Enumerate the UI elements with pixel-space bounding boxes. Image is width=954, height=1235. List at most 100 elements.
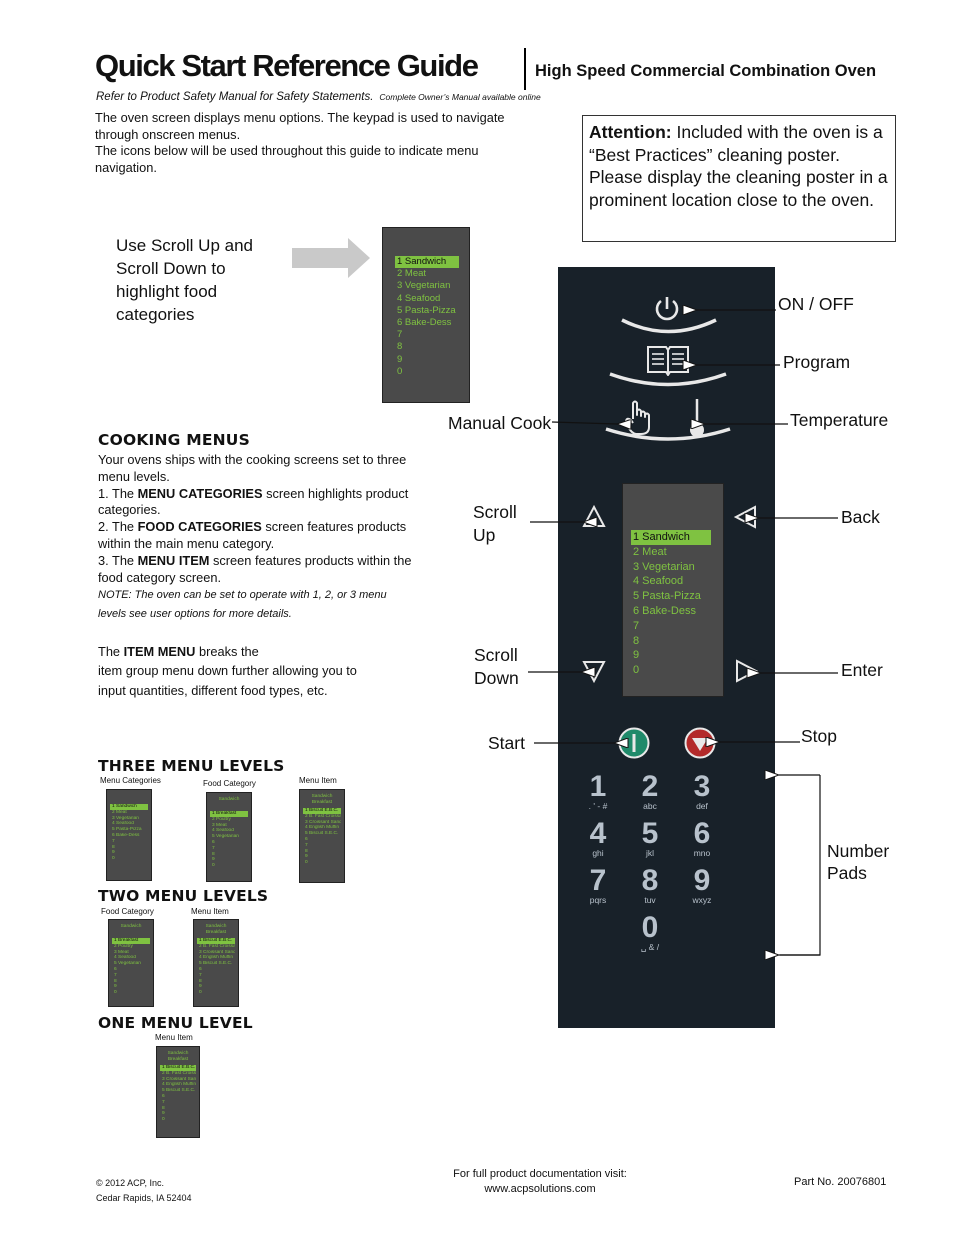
menu-item[interactable]: 9 [633, 649, 640, 662]
key-digit: 2 [641, 770, 659, 803]
mini-head: Sandwich [218, 797, 240, 802]
mini-item: 2 Poultry [212, 816, 231, 822]
mini-list: 1 Biscuit E.B.C.2 B. Fast Croissant3 Cro… [194, 938, 238, 996]
manual-note: Complete Owner’s Manual available online [379, 92, 541, 102]
key-digit: 6 [693, 817, 711, 850]
menu-item[interactable]: 2 Meat [397, 268, 427, 280]
menu-item[interactable]: 6 Bake-Dess [397, 317, 452, 329]
menu-item[interactable]: 5 Pasta-Pizza [397, 304, 456, 316]
safety-note-text: Refer to Product Safety Manual for Safet… [96, 91, 374, 103]
scroll-note: Use Scroll Up and Scroll Down to highlig… [116, 236, 254, 324]
menu-item[interactable]: 0 [633, 664, 640, 677]
stop-button[interactable] [684, 727, 716, 759]
mini-item: 4 English Muffin [305, 825, 340, 831]
key-letters: pqrs [589, 895, 607, 905]
menu-item[interactable]: 5 Pasta-Pizza [633, 590, 701, 603]
mini-item: 9 [199, 984, 202, 990]
cooking-p2: 1. The MENU CATEGORIES screen highlights… [98, 486, 416, 520]
menu-item[interactable]: 4 Seafood [397, 292, 441, 304]
mini-head: Breakfast [311, 800, 333, 805]
label-food-category-2: Food Category [101, 907, 154, 916]
menu-item-selected[interactable]: 1 Sandwich [395, 256, 459, 269]
footer-city: Cedar Rapids, IA 52404 [96, 1193, 192, 1203]
key-letters: . ' - # [588, 801, 608, 811]
cooking-p3-post: screen features products within the main… [98, 519, 407, 551]
mini-item: 6 [114, 966, 117, 972]
cooking-p1: Your ovens ships with the cooking screen… [98, 452, 407, 484]
mini-item: 9 [305, 854, 308, 860]
key-digit: 9 [693, 864, 711, 897]
mini-item: 0 [162, 1117, 165, 1123]
menu-item-selected[interactable]: 1 Sandwich [631, 530, 711, 545]
footer-doc-line1: For full product documentation visit: [453, 1168, 627, 1180]
mini-item: 4 English Muffin [162, 1082, 196, 1088]
footer-part-number: Part No. 20076801 [794, 1176, 887, 1188]
label-menu-item-2: Menu Item [191, 907, 229, 916]
label-program: Program [783, 352, 851, 372]
menu-item[interactable]: 6 Bake-Dess [633, 604, 696, 617]
power-icon[interactable] [653, 295, 681, 323]
mini-item: 2 B. Fast Croissant [162, 1070, 196, 1076]
menu-item[interactable]: 2 Meat [633, 545, 667, 558]
program-book-icon[interactable] [646, 344, 690, 376]
one-level-heading: ONE MENU LEVEL [98, 1014, 253, 1032]
page-subtitle: High Speed Commercial Combination Oven [535, 62, 877, 80]
menu-item[interactable]: 4 Seafood [633, 575, 684, 588]
label-enter: Enter [841, 660, 883, 680]
gray-arrow-icon [292, 238, 370, 278]
mini-item: 9 [212, 857, 215, 863]
mini-item: 9 [162, 1111, 165, 1117]
footer-doc-link[interactable]: www.acpsolutions.com [484, 1183, 596, 1195]
label-scroll-up: Scroll Up [473, 502, 517, 545]
label-back: Back [841, 507, 880, 527]
mini-item: 0 [199, 990, 202, 996]
cooking-p3-bold: FOOD CATEGORIES [137, 519, 262, 535]
menu-item[interactable]: 7 [397, 329, 403, 341]
menu-item[interactable]: 7 [633, 619, 640, 632]
menu-item[interactable]: 8 [397, 341, 403, 353]
two-levels-heading: TWO MENU LEVELS [98, 887, 269, 905]
mini-item: 3 Meat [114, 949, 129, 955]
menu-item[interactable]: 3 Vegetarian [397, 280, 451, 292]
key-letters: abc [643, 801, 657, 811]
cooking-p4-bold: MENU ITEM [137, 552, 210, 568]
key-1[interactable]: 1. ' - # [576, 772, 620, 811]
menu-item[interactable]: 9 [397, 353, 403, 365]
label-menu-categories-3: Menu Categories [100, 776, 161, 785]
mini-item: 5 Pasta-Pizza [112, 827, 142, 833]
cooking-p3-pre: 2. The [98, 519, 138, 535]
menu-item[interactable]: 0 [397, 365, 403, 377]
mini-item: 2 Meat [112, 809, 127, 815]
key-0[interactable]: 0␣ & / [628, 913, 672, 952]
menu-item[interactable]: 3 Vegetarian [633, 560, 695, 573]
menu-item[interactable]: 8 [633, 634, 640, 647]
mini-head: Breakfast [167, 1057, 189, 1062]
key-digit: 0 [641, 911, 659, 944]
cooking-menus-heading: COOKING MENUS [98, 431, 250, 449]
mini-item: 2 Poultry [114, 943, 133, 949]
cooking-p2-post: screen highlights product categories. [98, 485, 409, 518]
cooking-p3: 2. The FOOD CATEGORIES screen features p… [98, 519, 416, 553]
label-number-pads: Number Pads [827, 841, 890, 883]
mini-item-selected: 1 Biscuit E.B.C. [160, 1065, 196, 1071]
mini-item: 0 [212, 863, 215, 869]
safety-note: Refer to Product Safety Manual for Safet… [96, 91, 541, 103]
